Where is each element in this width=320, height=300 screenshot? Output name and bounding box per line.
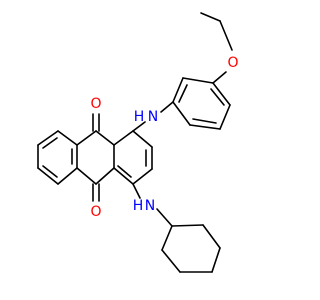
bond (76, 130, 97, 146)
bond (192, 118, 217, 124)
bond (182, 77, 214, 84)
bond (132, 183, 141, 199)
bond (57, 130, 78, 146)
bond (156, 208, 173, 227)
bond (202, 224, 221, 249)
atom-n-cy: N (145, 198, 155, 214)
bond (42, 137, 58, 149)
bond (113, 167, 134, 185)
bond (76, 167, 97, 185)
bond (42, 165, 58, 178)
bond (171, 224, 204, 227)
bonds (37, 12, 233, 273)
atom-n-aryl: N (148, 109, 158, 125)
bond (212, 71, 227, 84)
bond (160, 101, 174, 113)
atom-h-cy: H (133, 198, 144, 214)
bond (95, 130, 115, 146)
bond (212, 82, 231, 106)
atom-o-bottom: O (90, 204, 101, 220)
molecule-diagram: O N H O O H N (37, 12, 239, 273)
bond (117, 165, 132, 178)
bond (57, 167, 78, 185)
bond (37, 130, 59, 146)
bond (132, 130, 153, 148)
bond (219, 104, 231, 130)
bond (178, 84, 188, 103)
bond (210, 88, 225, 106)
bond (95, 167, 115, 185)
bond (113, 130, 134, 146)
bond (200, 12, 221, 22)
bond (172, 101, 191, 126)
bond (132, 121, 146, 132)
atom-h-aryl: H (134, 109, 145, 125)
bond (132, 168, 153, 185)
bond (189, 124, 221, 130)
atom-labels: O N H O O H N (90, 55, 238, 220)
bond (37, 167, 59, 185)
atom-o-ether: O (227, 55, 238, 71)
bond (161, 225, 173, 251)
structure-svg: O N H O O H N (37, 12, 239, 273)
bond (161, 249, 181, 273)
bond (211, 247, 221, 273)
bond (219, 20, 233, 51)
atom-o-top: O (90, 96, 101, 112)
bond (172, 77, 184, 103)
